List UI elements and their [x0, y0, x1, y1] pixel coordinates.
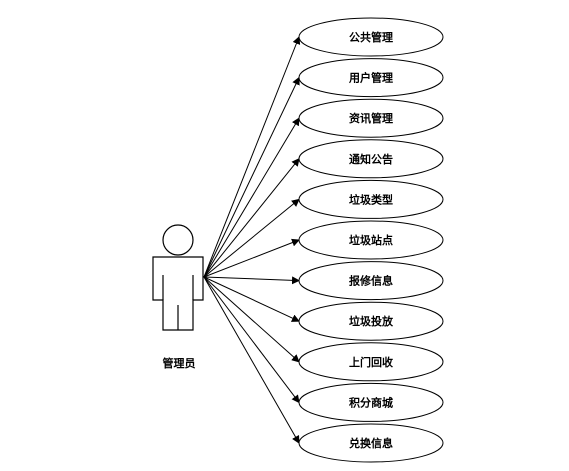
- use-case-label: 积分商城: [349, 395, 393, 409]
- association-arrow: [203, 76, 300, 278]
- use-case: 垃圾类型: [298, 179, 444, 219]
- association-arrow: [203, 276, 300, 285]
- use-case: 垃圾站点: [298, 220, 444, 260]
- use-case-label: 公共管理: [349, 30, 393, 44]
- association-arrow: [203, 36, 301, 278]
- use-case-ellipse: [298, 342, 444, 382]
- association-arrow: [203, 117, 300, 278]
- use-case: 上门回收: [298, 342, 444, 382]
- actor-head: [162, 224, 194, 256]
- use-case-label: 用户管理: [349, 71, 393, 85]
- use-case-ellipse: [298, 423, 444, 463]
- use-case: 公共管理: [298, 17, 444, 57]
- use-case-ellipse: [298, 220, 444, 260]
- use-case-label: 资讯管理: [349, 111, 393, 125]
- use-case-ellipse: [298, 139, 444, 179]
- use-case-ellipse: [298, 301, 444, 341]
- use-case-list: 公共管理用户管理资讯管理通知公告垃圾类型垃圾站点报修信息垃圾投放上门回收积分商城…: [298, 17, 444, 463]
- association-arrow: [203, 276, 300, 444]
- association-arrow: [203, 158, 300, 278]
- use-case: 积分商城: [298, 382, 444, 422]
- association-arrow: [203, 276, 300, 322]
- association-lines: [203, 36, 301, 444]
- use-case-ellipse: [298, 98, 444, 138]
- association-arrow: [203, 198, 300, 278]
- use-case: 兑换信息: [298, 423, 444, 463]
- use-case-ellipse: [298, 382, 444, 422]
- use-case-ellipse: [298, 179, 444, 219]
- use-case: 资讯管理: [298, 98, 444, 138]
- use-case: 垃圾投放: [298, 301, 444, 341]
- use-case-ellipse: [298, 58, 444, 98]
- use-case: 通知公告: [298, 139, 444, 179]
- actor-body: [152, 256, 204, 331]
- association-arrow: [203, 276, 300, 363]
- use-case-label: 垃圾投放: [349, 314, 394, 328]
- use-case-ellipse: [298, 17, 444, 57]
- use-case-label: 垃圾类型: [349, 192, 393, 206]
- actor-label: 管理员: [163, 356, 196, 370]
- actor-figure: [152, 224, 204, 331]
- use-case-label: 报修信息: [349, 274, 393, 288]
- use-case-label: 通知公告: [349, 152, 393, 166]
- association-arrow: [203, 276, 300, 404]
- use-case-label: 垃圾站点: [349, 233, 393, 247]
- use-case: 报修信息: [298, 261, 444, 301]
- association-arrow: [203, 238, 300, 278]
- use-case: 用户管理: [298, 58, 444, 98]
- use-case-ellipse: [298, 261, 444, 301]
- use-case-label: 兑换信息: [349, 436, 393, 450]
- use-case-label: 上门回收: [349, 355, 393, 369]
